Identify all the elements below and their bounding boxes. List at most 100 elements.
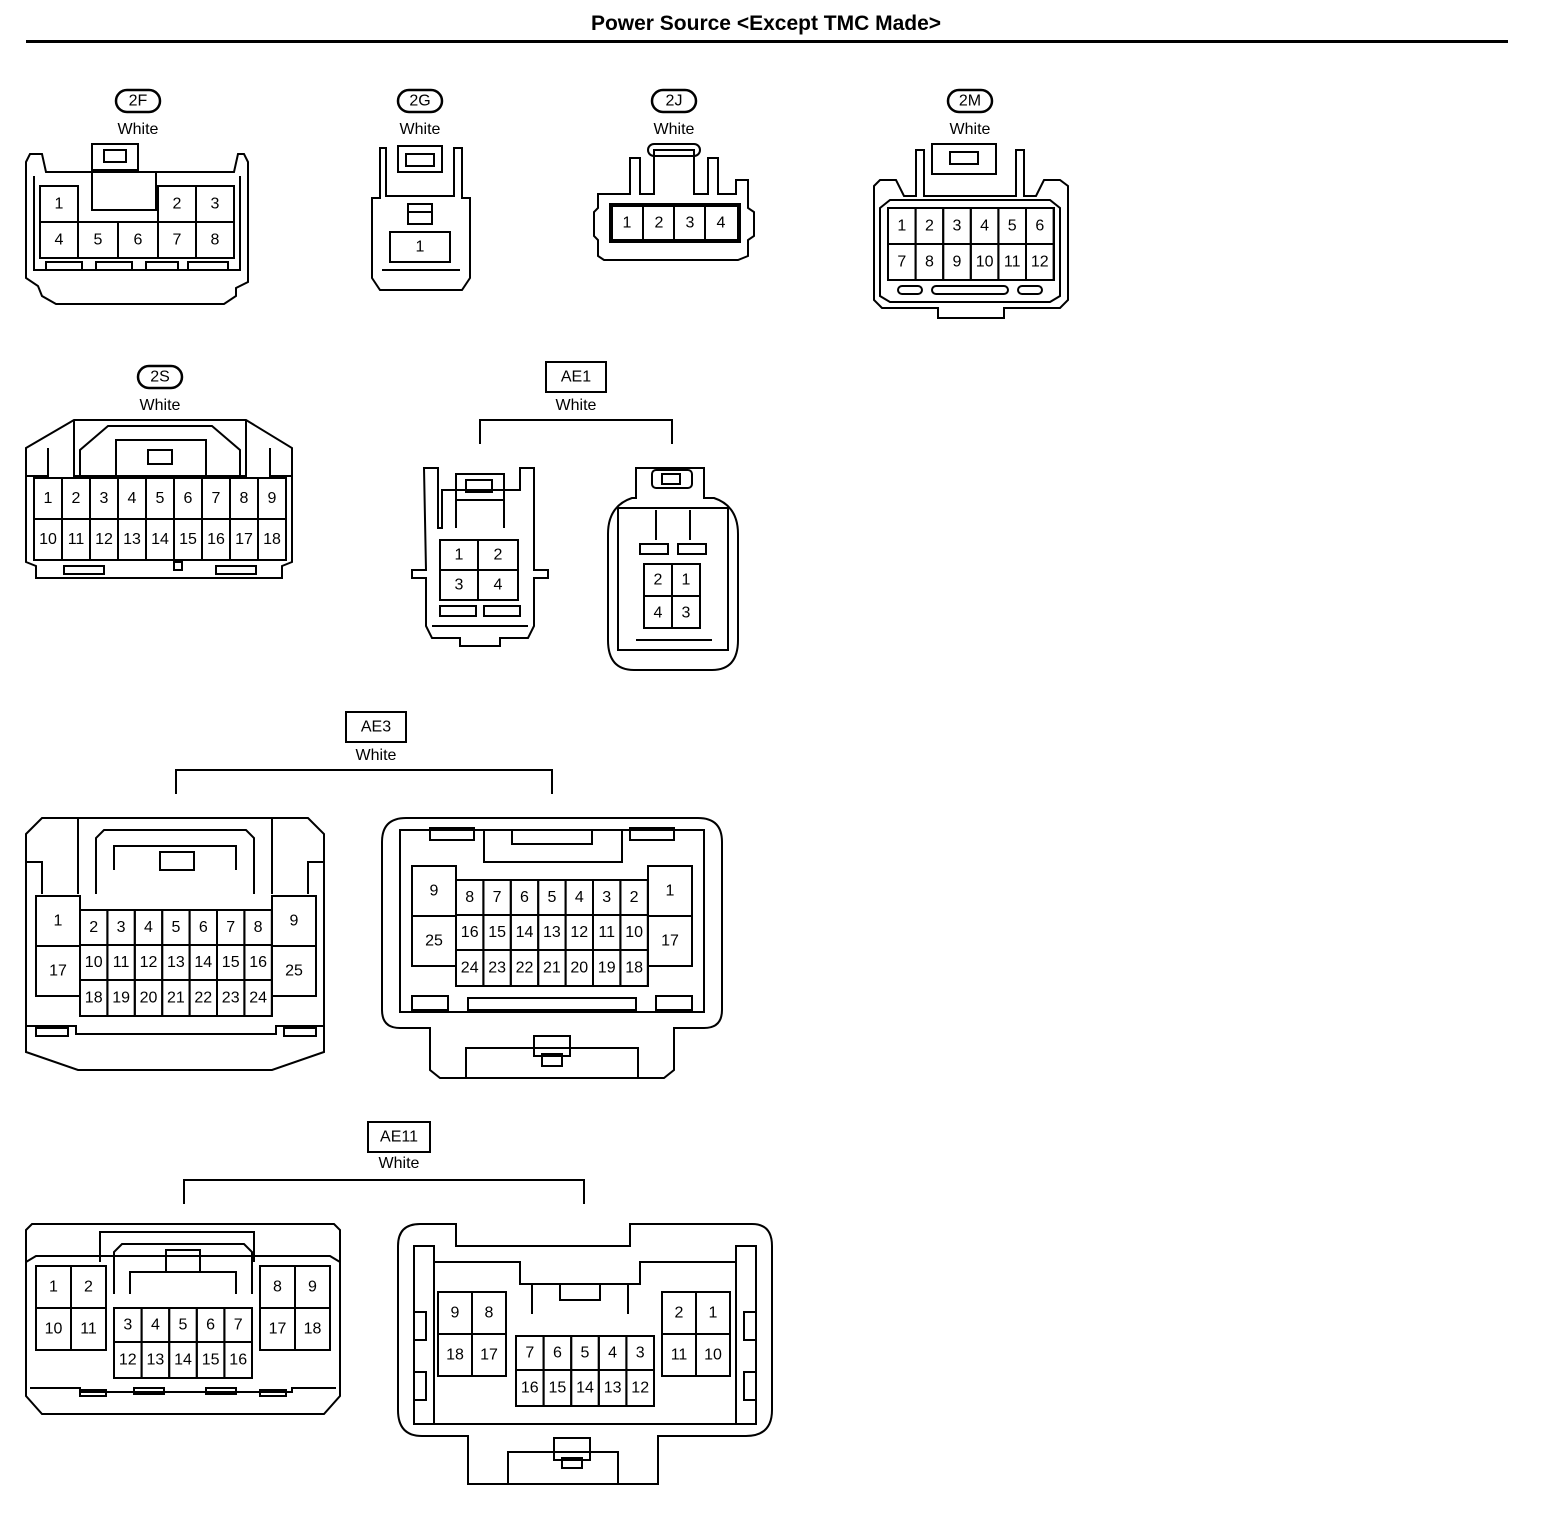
pin-2F-1: 1: [55, 196, 64, 213]
page-title: Power Source <Except TMC Made>: [590, 12, 942, 35]
pin-2S-2: 3: [100, 490, 109, 507]
connector-2M-housing: [873, 149, 1069, 319]
pin-AE3-left-9: 9: [290, 913, 299, 930]
connector-2F-label-oval: [114, 88, 162, 114]
pin-2S-7: 8: [240, 490, 249, 507]
pin-AE11-left-2: 2: [84, 1279, 93, 1296]
pin-AE11-right-r2-0: 16: [521, 1380, 539, 1397]
pin-2S-17: 18: [263, 531, 281, 548]
pin-AE3-left-r2-5: 15: [222, 954, 240, 971]
connector-AE1-label: AE1: [561, 369, 591, 386]
pin-2S-8: 9: [268, 490, 277, 507]
pin-2M-9: 10: [976, 254, 994, 271]
pin-2F-2: 2: [173, 196, 182, 213]
pin-2F-3: 3: [211, 196, 220, 213]
pin-AE3-right-r3-4: 20: [570, 960, 588, 977]
pin-AE3-right-r3-5: 19: [598, 960, 616, 977]
pin-AE3-right-r2-2: 14: [516, 924, 534, 941]
pin-AE11-left-1: 1: [49, 1279, 58, 1296]
pin-AE11-right-r1-0: 7: [525, 1345, 534, 1362]
pin-AE11-right-r2-1: 15: [549, 1380, 567, 1397]
pin-AE3-left-r3-6-cell: [243, 979, 273, 1017]
pin-AE11-left-r1-4: 7: [234, 1317, 243, 1334]
pin-AE3-left-r2-3: 13: [167, 954, 185, 971]
pin-AE11-left-r2-4-cell: [223, 1341, 253, 1379]
pin-AE11-right-1: 1: [709, 1305, 718, 1322]
connector-2M-color: White: [950, 121, 991, 138]
pin-AE11-right-17: 17: [480, 1347, 498, 1364]
pin-AE3-right-17-cell: [647, 915, 693, 967]
pin-2J-4: 4: [717, 215, 726, 232]
pin-AE11-right-r1-1: 6: [553, 1345, 562, 1362]
pin-2M-6: 7: [897, 254, 906, 271]
pin-AE11-right-9: 9: [451, 1305, 460, 1322]
pin-AE3-right-r3-6: 18: [625, 960, 643, 977]
pin-AE3-left-r3-4: 22: [194, 990, 212, 1007]
connector-2S-color: White: [140, 397, 181, 414]
pin-AE3-right-r2-5: 11: [598, 924, 615, 941]
pin-2M-8: 9: [953, 254, 962, 271]
connector-2J-housing: [593, 149, 755, 261]
connector-2J-color: White: [654, 121, 695, 138]
pin-AE1-left-3: 3: [455, 577, 464, 594]
pin-AE11-right-r2-4: 12: [631, 1380, 649, 1397]
title-rule: [26, 40, 1508, 43]
pin-AE11-right-r1-3: 4: [608, 1345, 617, 1362]
pin-AE1-left-1: 1: [455, 547, 464, 564]
pin-AE3-right-r3-0: 24: [461, 960, 479, 977]
pin-AE3-right-r1-1: 7: [493, 889, 502, 906]
pin-AE11-right-r1-4: 3: [636, 1345, 645, 1362]
pin-AE3-left-25-cell: [271, 945, 317, 997]
pin-AE11-left-17: 17: [269, 1321, 287, 1338]
pin-AE11-left-9: 9: [308, 1279, 317, 1296]
connector-2J-label: 2J: [666, 93, 683, 110]
pin-2M-4: 5: [1008, 218, 1017, 235]
connector-2G-color: White: [400, 121, 441, 138]
pin-2S-3: 4: [128, 490, 137, 507]
connector-AE11-bracket: [183, 1179, 585, 1204]
connector-AE1: AE1 White 1 2 3 4 2 1 4 3: [411, 361, 739, 671]
pin-AE3-right-r2-4: 12: [570, 924, 588, 941]
pin-2M-11: 12: [1031, 254, 1049, 271]
pin-2F-5: 5: [94, 232, 103, 249]
pin-2S-5: 6: [184, 490, 193, 507]
pin-AE11-left-18: 18: [304, 1321, 322, 1338]
pin-AE3-right-r3-6-cell: [619, 949, 649, 987]
connector-AE1-bracket: [479, 419, 673, 444]
connector-AE1-right-housing: [607, 467, 739, 671]
pin-AE11-left-r1-1: 4: [151, 1317, 160, 1334]
pin-AE11-left-r2-1: 13: [147, 1352, 165, 1369]
pin-2S-10: 11: [68, 531, 85, 548]
pin-AE3-left-r3-1: 19: [112, 990, 130, 1007]
pin-AE3-left-r1-5: 7: [226, 919, 235, 936]
pin-2J-3: 3: [686, 215, 695, 232]
pin-AE3-right-r2-3: 13: [543, 924, 561, 941]
pin-AE3-right-17: 17: [661, 933, 679, 950]
pin-AE3-right-r1-3: 5: [547, 889, 556, 906]
pin-AE3-left-r1-4: 6: [199, 919, 208, 936]
pin-AE3-right-r3-1: 23: [488, 960, 506, 977]
connector-AE11-right-housing: [397, 1223, 773, 1485]
pin-AE11-left-r2-2: 14: [174, 1352, 192, 1369]
pin-2S-9: 10: [39, 531, 57, 548]
pin-AE11-right-r2-2: 14: [576, 1380, 594, 1397]
pin-AE3-left-r1-0: 2: [89, 919, 98, 936]
connector-2F: 2F White 1 2 3 4 5 6 7 8: [25, 88, 249, 305]
pin-2S-13: 14: [151, 531, 169, 548]
pin-AE11-right-10-cell: [695, 1333, 731, 1377]
pin-AE1-left-4: 4: [494, 577, 503, 594]
connector-AE3-bracket: [175, 769, 553, 794]
pin-2S-16: 17: [235, 531, 253, 548]
pin-AE11-right-r2-3: 13: [604, 1380, 622, 1397]
pin-AE11-left-r2-0: 12: [119, 1352, 137, 1369]
pin-AE11-left-8: 8: [273, 1279, 282, 1296]
connector-2J: 2J White 1 2 3 4: [593, 88, 755, 261]
connector-AE11-label: AE11: [380, 1129, 418, 1146]
pin-AE11-right-17-cell: [471, 1333, 507, 1377]
pin-2M-1: 2: [925, 218, 934, 235]
pin-AE3-right-r1-6: 2: [630, 889, 639, 906]
